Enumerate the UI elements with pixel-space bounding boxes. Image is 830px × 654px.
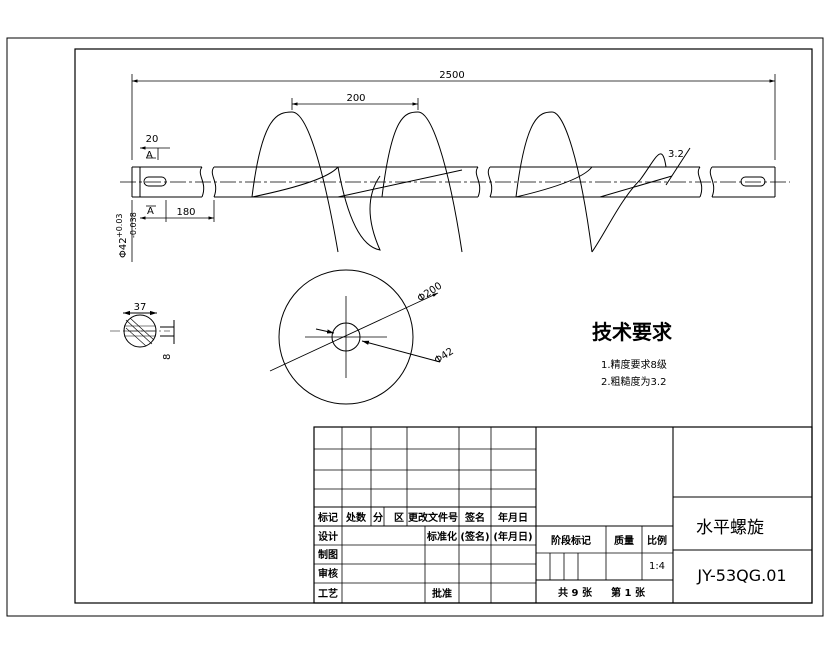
front-view-dimensions xyxy=(131,74,776,262)
rev-header-sign: 签名 xyxy=(464,511,485,524)
rev-header-date: 年月日 xyxy=(498,511,528,524)
dim-slot-depth: 8 xyxy=(162,354,173,360)
dim-overall-length: 2500 xyxy=(439,70,464,81)
standardize-label: 标准化 xyxy=(426,530,457,543)
title-block xyxy=(313,426,813,604)
rev-header-part: 分 xyxy=(373,511,383,524)
sign-label: (签名) xyxy=(460,530,489,543)
end-view xyxy=(269,269,441,405)
rev-header-docno: 更改文件号 xyxy=(408,511,458,524)
sheet-number: 第 1 张 xyxy=(611,586,646,599)
scale-value: 1:4 xyxy=(649,561,665,572)
dim-shaft-end: 20 xyxy=(146,134,159,145)
rev-header-zone: 区 xyxy=(394,512,404,524)
drawing-number: JY-53QG.01 xyxy=(696,566,786,585)
section-view xyxy=(110,310,175,348)
dim-tol-upper: +0.03 xyxy=(115,213,124,238)
requirement-item-1: 1.精度要求8级 xyxy=(601,358,667,371)
outer-border xyxy=(6,37,824,617)
revision-headers: 标记 处数 分 区 更改文件号 签名 年月日 xyxy=(317,511,528,524)
sign-drafting: 制图 xyxy=(318,548,338,561)
sign-design: 设计 xyxy=(318,530,338,543)
approve-label: 批准 xyxy=(432,587,452,600)
part-name: 水平螺旋 xyxy=(696,518,764,538)
dim-flight-dia: Φ200 xyxy=(416,281,445,305)
requirement-item-2: 2.粗糙度为3.2 xyxy=(601,375,666,388)
sign-review: 审核 xyxy=(318,567,338,580)
sheet-total: 共 9 张 xyxy=(558,586,593,599)
dim-shaft-dia: Φ42 xyxy=(118,237,129,258)
date-label: (年月日) xyxy=(493,530,532,543)
dim-slot-width: 37 xyxy=(134,302,147,313)
stage-label: 阶段标记 xyxy=(551,534,591,547)
rev-header-mark: 标记 xyxy=(317,511,338,524)
dim-pitch: 200 xyxy=(346,93,365,104)
scale-label: 比例 xyxy=(647,534,667,547)
sign-process: 工艺 xyxy=(318,587,338,600)
section-mark-top: A xyxy=(146,150,153,161)
front-view xyxy=(120,111,790,253)
rev-header-count: 处数 xyxy=(345,511,367,524)
weight-label: 质量 xyxy=(614,534,634,547)
section-mark-bottom: A xyxy=(147,206,154,217)
dim-tol-lower: -0.038 xyxy=(129,212,138,238)
dim-end-length: 180 xyxy=(176,207,195,218)
dim-bore-dia: Φ42 xyxy=(433,346,456,366)
requirements-title: 技术要求 xyxy=(592,320,673,344)
dim-roughness: 3.2 xyxy=(668,149,684,160)
